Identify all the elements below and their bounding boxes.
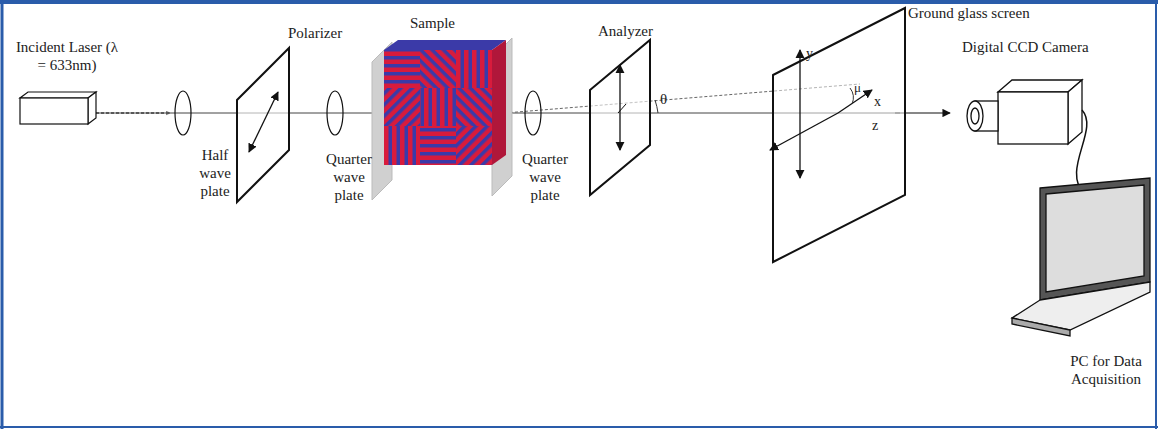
label-text: Analyzer [598, 22, 678, 40]
label-text: Ground glass screen [908, 4, 1078, 22]
laser-source [20, 92, 96, 124]
label-text: x [874, 94, 888, 111]
sample-cell [372, 38, 512, 200]
label-text: μ [854, 80, 868, 96]
label-text: Quarter wave plate [514, 150, 576, 204]
label-text: Incident Laser (λ = 633nm) [12, 38, 122, 74]
label-text: Polarizer [288, 24, 368, 42]
label-text: Quarter wave plate [318, 150, 380, 204]
ground-glass-screen [773, 8, 905, 262]
label-text: θ [660, 90, 676, 108]
label-text: y [806, 46, 820, 63]
laptop-pc [1012, 178, 1150, 336]
quarter-wave-plate [525, 91, 541, 135]
half-wave-plate [175, 91, 191, 135]
label-text: Sample [410, 14, 480, 32]
analyzer-plate [590, 40, 650, 195]
quarter-wave-plate [327, 91, 343, 135]
label-text: Half wave plate [190, 146, 240, 200]
label-text: PC for Data Acquisition [1060, 352, 1152, 388]
polarizer-plate [237, 48, 289, 202]
label-text: z [872, 118, 886, 135]
label-text: Digital CCD Camera [962, 38, 1132, 56]
ccd-camera [967, 80, 1082, 144]
